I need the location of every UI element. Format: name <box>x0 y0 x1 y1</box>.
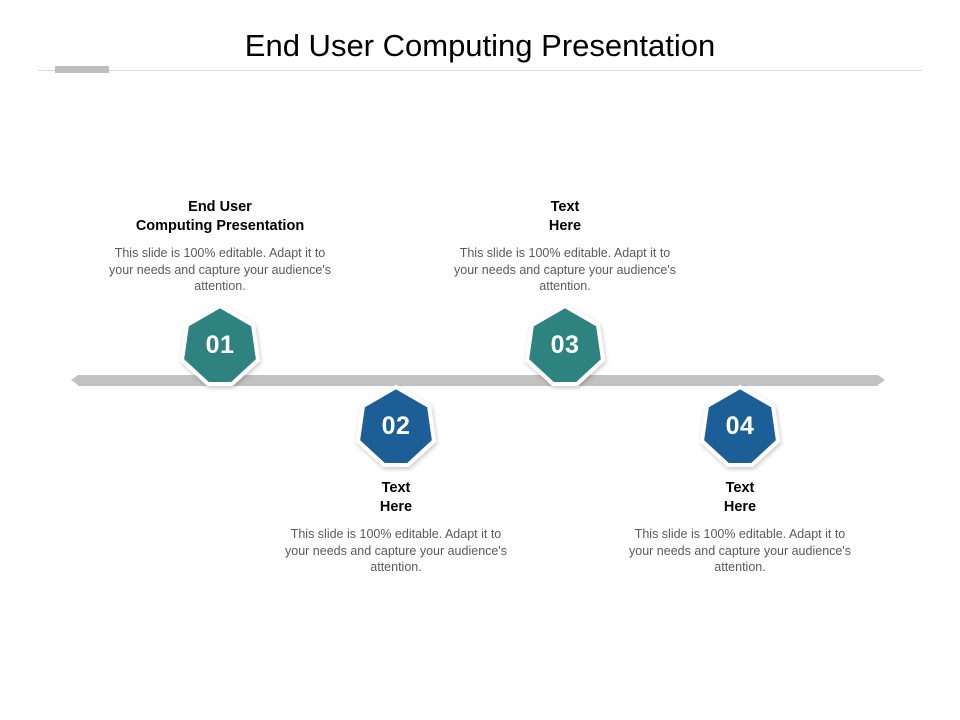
timeline-badge-01[interactable]: 01 <box>179 303 261 386</box>
content-block-4: Text Here This slide is 100% editable. A… <box>622 479 858 576</box>
heptagon-icon <box>524 303 606 386</box>
timeline-badge-02[interactable]: 02 <box>355 384 437 467</box>
content-block-4-heading: Text Here <box>723 480 757 515</box>
timeline-bar <box>71 375 885 386</box>
heptagon-icon <box>699 384 781 467</box>
content-block-4-body: This slide is 100% editable. Adapt it to… <box>629 527 851 574</box>
content-block-2: Text Here This slide is 100% editable. A… <box>278 479 514 576</box>
title-divider <box>38 70 922 71</box>
content-block-3-heading: Text Here <box>548 199 582 234</box>
timeline-badge-03[interactable]: 03 <box>524 303 606 386</box>
page-title: End User Computing Presentation <box>244 28 716 63</box>
content-block-2-heading: Text Here <box>379 480 413 515</box>
content-block-3: Text Here This slide is 100% editable. A… <box>447 198 683 295</box>
title-divider-accent <box>55 66 109 73</box>
content-block-1: End User Computing Presentation This sli… <box>102 198 338 295</box>
content-block-3-body: This slide is 100% editable. Adapt it to… <box>454 246 676 293</box>
heptagon-icon <box>355 384 437 467</box>
heptagon-icon <box>179 303 261 386</box>
timeline-badge-04[interactable]: 04 <box>699 384 781 467</box>
content-block-1-body: This slide is 100% editable. Adapt it to… <box>109 246 331 293</box>
content-block-1-heading: End User Computing Presentation <box>135 199 305 234</box>
content-block-2-body: This slide is 100% editable. Adapt it to… <box>285 527 507 574</box>
